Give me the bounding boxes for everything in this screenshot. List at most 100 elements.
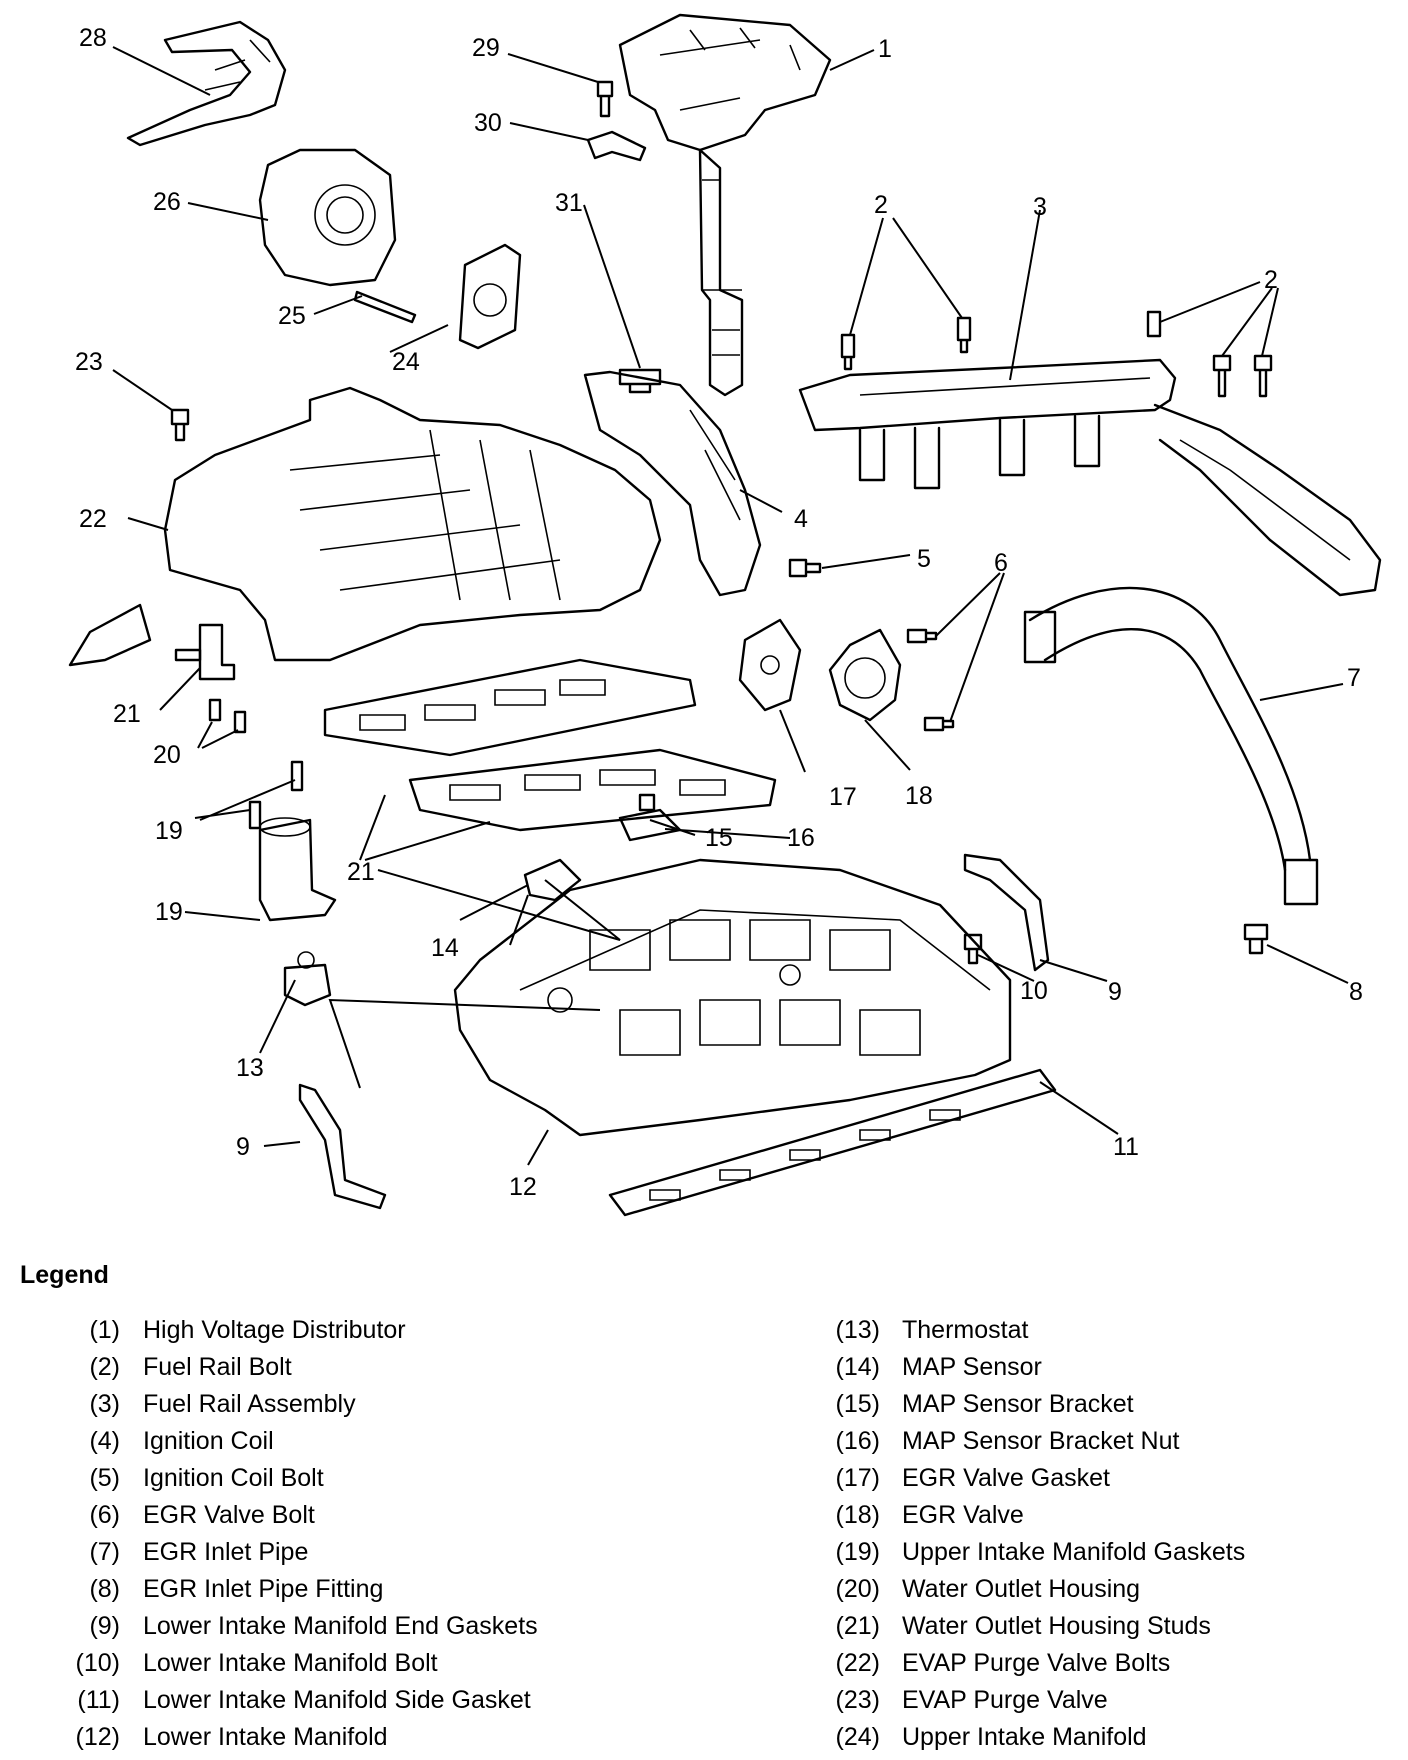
legend-item: (10)Lower Intake Manifold Bolt xyxy=(0,1645,538,1682)
legend-item-number: (23) xyxy=(835,1686,880,1714)
legend-item: (20) Water Outlet Housing xyxy=(760,1571,1245,1608)
water-outlet-stud-a xyxy=(248,800,262,830)
end-gasket-left xyxy=(298,1083,387,1210)
legend-item-number: (17) xyxy=(835,1464,880,1492)
legend-item-label: Water Outlet Housing xyxy=(902,1575,1141,1603)
legend-item: (5)Ignition Coil Bolt xyxy=(0,1460,538,1497)
stud-part-27 xyxy=(353,290,417,324)
exploded-parts-diagram: 28 29 1 30 26 31 2 3 2 25 24 23 22 4 5 6… xyxy=(68,13,1382,1217)
legend-item-label: MAP Sensor Bracket xyxy=(902,1390,1134,1418)
end-gasket-right xyxy=(963,853,1050,972)
legend-item-label: EGR Valve xyxy=(902,1501,1024,1529)
legend-item: (16)MAP Sensor Bracket Nut xyxy=(760,1423,1245,1460)
bolt-part-32 xyxy=(618,368,662,394)
legend-item-number: (3) xyxy=(89,1390,120,1418)
callout-32: 31 xyxy=(555,189,583,217)
legend-item: (12)Lower Intake Manifold xyxy=(0,1719,538,1756)
leader-lines xyxy=(112,46,1349,1166)
legend-item-label: Fuel Rail Bolt xyxy=(143,1353,292,1381)
fuel-rail-bolt-left-a xyxy=(840,333,856,371)
callout-13: 13 xyxy=(236,1054,264,1082)
legend-item: (13)Thermostat xyxy=(760,1312,1245,1349)
evap-bolt-a xyxy=(208,698,222,722)
callout-3: 3 xyxy=(1033,193,1047,221)
legend-item-label: Ignition Coil xyxy=(143,1427,274,1455)
legend-item: (23)EVAP Purge Valve xyxy=(760,1682,1245,1719)
legend-item: (18) EGR Valve xyxy=(760,1497,1245,1534)
evap-purge-valve-part-23 xyxy=(174,623,236,681)
legend-item-number: (11) xyxy=(77,1686,120,1714)
legend-item-label: Lower Intake Manifold Bolt xyxy=(143,1649,438,1677)
callout-1: 1 xyxy=(878,35,892,63)
callout-21: 19 xyxy=(155,817,183,845)
legend-item-number: (14) xyxy=(835,1353,880,1381)
callout-24: 22 xyxy=(79,505,107,533)
callout-8: 8 xyxy=(1349,978,1363,1006)
water-outlet-housing-part-20 xyxy=(258,817,337,922)
legend-item-label: EGR Valve Bolt xyxy=(143,1501,315,1529)
legend-item-label: MAP Sensor xyxy=(902,1353,1042,1381)
callout-2-right: 2 xyxy=(1264,266,1278,294)
legend-item: (21)Water Outlet Housing Studs xyxy=(760,1608,1245,1645)
legend-title: Legend xyxy=(20,1261,109,1289)
callout-26: 24 xyxy=(392,348,420,376)
egr-gasket-part-17 xyxy=(738,618,802,712)
legend-item-number: (8) xyxy=(89,1575,120,1603)
legend-item-label: Lower Intake Manifold End Gaskets xyxy=(143,1612,538,1640)
thermostat-part-13 xyxy=(283,951,332,1007)
legend-item-label: Fuel Rail Assembly xyxy=(143,1390,356,1418)
legend-item-number: (18) xyxy=(835,1501,880,1529)
legend-item-number: (24) xyxy=(835,1723,880,1751)
callout-20: 19 xyxy=(155,898,183,926)
callout-16: 16 xyxy=(787,824,815,852)
lower-intake-manifold-part-12 xyxy=(453,858,1012,1137)
fuel-rail-bolt-right-a xyxy=(1146,310,1162,338)
callout-6: 6 xyxy=(994,549,1008,577)
legend-item-label: EGR Inlet Pipe xyxy=(143,1538,309,1566)
callout-9-right: 9 xyxy=(1108,978,1122,1006)
callout-27: 25 xyxy=(278,302,306,330)
map-sensor-part-14 xyxy=(523,858,582,902)
legend-item-number: (20) xyxy=(835,1575,880,1603)
fuel-rail-assembly-part-3 xyxy=(798,358,1382,597)
legend-item-label: EGR Valve Gasket xyxy=(902,1464,1110,1492)
legend-item: (2)Fuel Rail Bolt xyxy=(0,1349,538,1386)
egr-fitting-part-8 xyxy=(1243,923,1269,955)
ignition-coil-part-4 xyxy=(583,370,762,597)
legend-item: (17) EGR Valve Gasket xyxy=(760,1460,1245,1497)
legend-item: (24)Upper Intake Manifold xyxy=(760,1719,1245,1756)
legend-item-number: (19) xyxy=(835,1538,880,1566)
legend-item-number: (16) xyxy=(835,1427,880,1455)
legend-item-label: Lower Intake Manifold Side Gasket xyxy=(143,1686,531,1714)
callout-5: 5 xyxy=(917,545,931,573)
callout-31: 30 xyxy=(474,109,502,137)
fuel-rail-bolt-right-b xyxy=(1212,354,1232,398)
legend-item-label: Lower Intake Manifold xyxy=(143,1723,388,1751)
legend-item-label: Upper Intake Manifold Gaskets xyxy=(902,1538,1246,1566)
callout-17: 17 xyxy=(829,783,857,811)
callout-18: 18 xyxy=(905,782,933,810)
callout-15: 15 xyxy=(705,824,733,852)
legend-item-label: EVAP Purge Valve Bolts xyxy=(902,1649,1171,1677)
legend-item: (22)EVAP Purge Valve Bolts xyxy=(760,1645,1245,1682)
water-outlet-stud-b xyxy=(290,760,304,792)
callout-23: 21 xyxy=(113,700,141,728)
legend-item-label: High Voltage Distributor xyxy=(143,1316,406,1344)
legend-right-column: (13)Thermostat (14) MAP Sensor (15) MAP Se… xyxy=(760,1312,1246,1756)
legend-item: (7) EGR Inlet Pipe xyxy=(0,1534,538,1571)
legend-item: (9)Lower Intake Manifold End Gaskets xyxy=(0,1608,538,1645)
callout-10: 10 xyxy=(1020,977,1048,1005)
callout-2-left: 2 xyxy=(874,191,888,219)
legend-item-number: (7) xyxy=(89,1538,120,1566)
legend-item-label: Water Outlet Housing Studs xyxy=(902,1612,1211,1640)
throttle-body-part-28 xyxy=(258,148,397,287)
legend-item-number: (6) xyxy=(89,1501,120,1529)
callout-9-left: 9 xyxy=(236,1133,250,1161)
callout-22: 20 xyxy=(153,741,181,769)
legend-item-label: EGR Inlet Pipe Fitting xyxy=(143,1575,384,1603)
egr-bolt-b xyxy=(923,716,955,732)
upper-intake-manifold-part-24 xyxy=(163,386,662,662)
legend-item-number: (15) xyxy=(835,1390,880,1418)
legend-item-number: (13) xyxy=(835,1316,880,1344)
legend-item: (8) EGR Inlet Pipe Fitting xyxy=(0,1571,538,1608)
